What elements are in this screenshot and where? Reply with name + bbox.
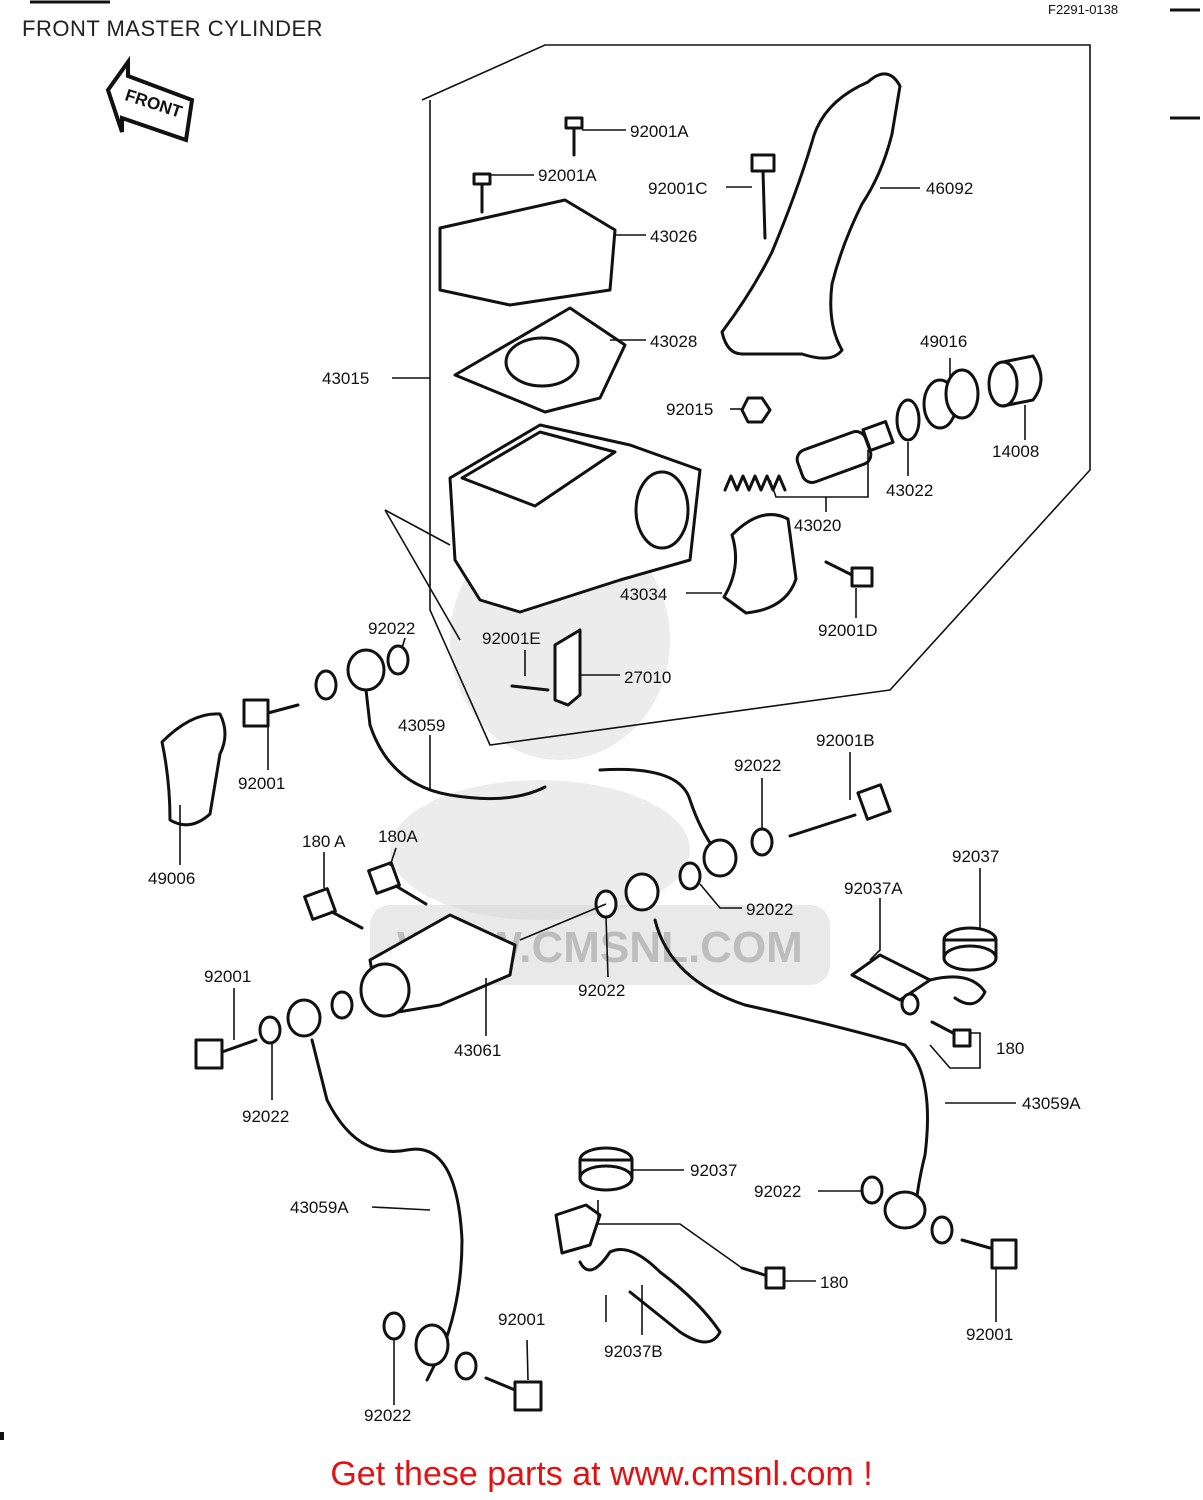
- label-92001A: 92001A: [630, 122, 689, 141]
- banjo-bolt-icon: [484, 1376, 543, 1412]
- footer-link-text[interactable]: Get these parts at www.cmsnl.com !: [330, 1455, 873, 1493]
- brake-hose-icon: [653, 918, 929, 1227]
- screw-icon: [564, 116, 584, 157]
- spring-icon: [723, 474, 787, 492]
- label-92037B: 92037B: [604, 1342, 663, 1361]
- reservoir-cap-icon: [438, 198, 617, 307]
- label-92022: 92022: [364, 1406, 411, 1425]
- washer-icon: [678, 861, 702, 891]
- banjo-bolt-icon: [242, 698, 300, 728]
- label-43034: 43034: [620, 585, 667, 604]
- banjo-bolt-icon: [194, 1038, 258, 1070]
- piston-icon: [795, 420, 895, 484]
- banjo-bolt-icon: [960, 1238, 1018, 1270]
- washer-icon: [750, 827, 774, 857]
- label-92001: 92001: [498, 1310, 545, 1329]
- label-46092: 46092: [926, 179, 973, 198]
- label-27010: 27010: [624, 668, 671, 687]
- brake-hose-joint-icon: [359, 913, 517, 1018]
- washer-icon: [386, 644, 410, 676]
- label-92022: 92022: [754, 1182, 801, 1201]
- washer-icon: [860, 1175, 884, 1205]
- banjo-fitting-icon: [286, 998, 322, 1038]
- washer-icon: [382, 1311, 406, 1341]
- label-92037A: 92037A: [844, 879, 903, 898]
- grommet-icon: [942, 926, 998, 972]
- label-92001B: 92001B: [816, 731, 875, 750]
- washer-icon: [330, 990, 354, 1020]
- brake-switch-icon: [510, 628, 582, 707]
- washer-icon: [314, 669, 338, 701]
- label-92001: 92001: [966, 1325, 1013, 1344]
- bleeder-cap-icon: [160, 712, 227, 827]
- label-49006: 49006: [148, 869, 195, 888]
- label-43059A: 43059A: [290, 1198, 349, 1217]
- bolt-icon: [367, 861, 428, 906]
- screw-icon: [472, 172, 492, 214]
- banjo-fitting-icon: [346, 648, 386, 727]
- exploded-parts-diagram: WWW.CMSNL.COM FRONT: [0, 0, 1200, 1440]
- bracket-icon: [850, 953, 987, 1006]
- label-92001: 92001: [238, 774, 285, 793]
- label-92022: 92022: [368, 619, 415, 638]
- label-43020: 43020: [794, 516, 841, 535]
- label-92022: 92022: [746, 900, 793, 919]
- label-92022: 92022: [242, 1107, 289, 1126]
- label-92001D: 92001D: [818, 621, 878, 640]
- label-92001: 92001: [204, 967, 251, 986]
- clip-icon: [987, 354, 1043, 408]
- label-49016: 49016: [920, 332, 967, 351]
- diagram-title: FRONT MASTER CYLINDER: [22, 16, 324, 41]
- pivot-bolt-icon: [750, 153, 776, 240]
- label-180: 180: [820, 1273, 848, 1292]
- brake-hose-icon: [368, 723, 738, 878]
- label-92022: 92022: [578, 981, 625, 1000]
- label-92001E: 92001E: [482, 629, 541, 648]
- label-92015: 92015: [666, 400, 713, 419]
- bolt-icon: [900, 992, 972, 1048]
- label-92001C: 92001C: [648, 179, 708, 198]
- label-180: 180: [996, 1039, 1024, 1058]
- label-92001A: 92001A: [538, 166, 597, 185]
- label-43059: 43059: [398, 716, 445, 735]
- nut-icon: [740, 396, 772, 424]
- label-14008: 14008: [992, 442, 1039, 461]
- leader-lines: [179, 129, 1026, 1405]
- diagram-code: F2291-0138: [1048, 2, 1119, 17]
- clamp-icon: [722, 513, 798, 615]
- bolt-icon: [824, 560, 874, 588]
- bracket-icon: [554, 1203, 722, 1344]
- label-92037: 92037: [952, 847, 999, 866]
- part-labels: 92001A 92001A 92001C 46092 43026 43028 4…: [148, 122, 1081, 1425]
- washer-icon: [895, 398, 921, 442]
- assembly-boundary: [421, 44, 1091, 746]
- label-43022: 43022: [886, 481, 933, 500]
- label-43026: 43026: [650, 227, 697, 246]
- label-43059A: 43059A: [1022, 1094, 1081, 1113]
- label-43015: 43015: [322, 369, 369, 388]
- bolt-icon: [303, 887, 364, 930]
- dust-seal-icon: [922, 368, 980, 430]
- brake-lever-icon: [720, 72, 902, 360]
- banjo-bolt-icon: [788, 783, 892, 838]
- master-cylinder-body-icon: [448, 423, 702, 614]
- label-43061: 43061: [454, 1041, 501, 1060]
- washer-icon: [930, 1215, 954, 1245]
- label-180A: 180A: [378, 827, 418, 846]
- front-direction-arrow: FRONT: [105, 55, 195, 143]
- washer-icon: [258, 1015, 282, 1045]
- grommet-icon: [578, 1146, 634, 1192]
- label-92022: 92022: [734, 756, 781, 775]
- washer-icon: [454, 1351, 478, 1381]
- label-180A: 180 A: [302, 832, 346, 851]
- bolt-icon: [740, 1266, 786, 1290]
- label-43028: 43028: [650, 332, 697, 351]
- banjo-fitting-icon: [624, 872, 660, 912]
- label-92037: 92037: [690, 1161, 737, 1180]
